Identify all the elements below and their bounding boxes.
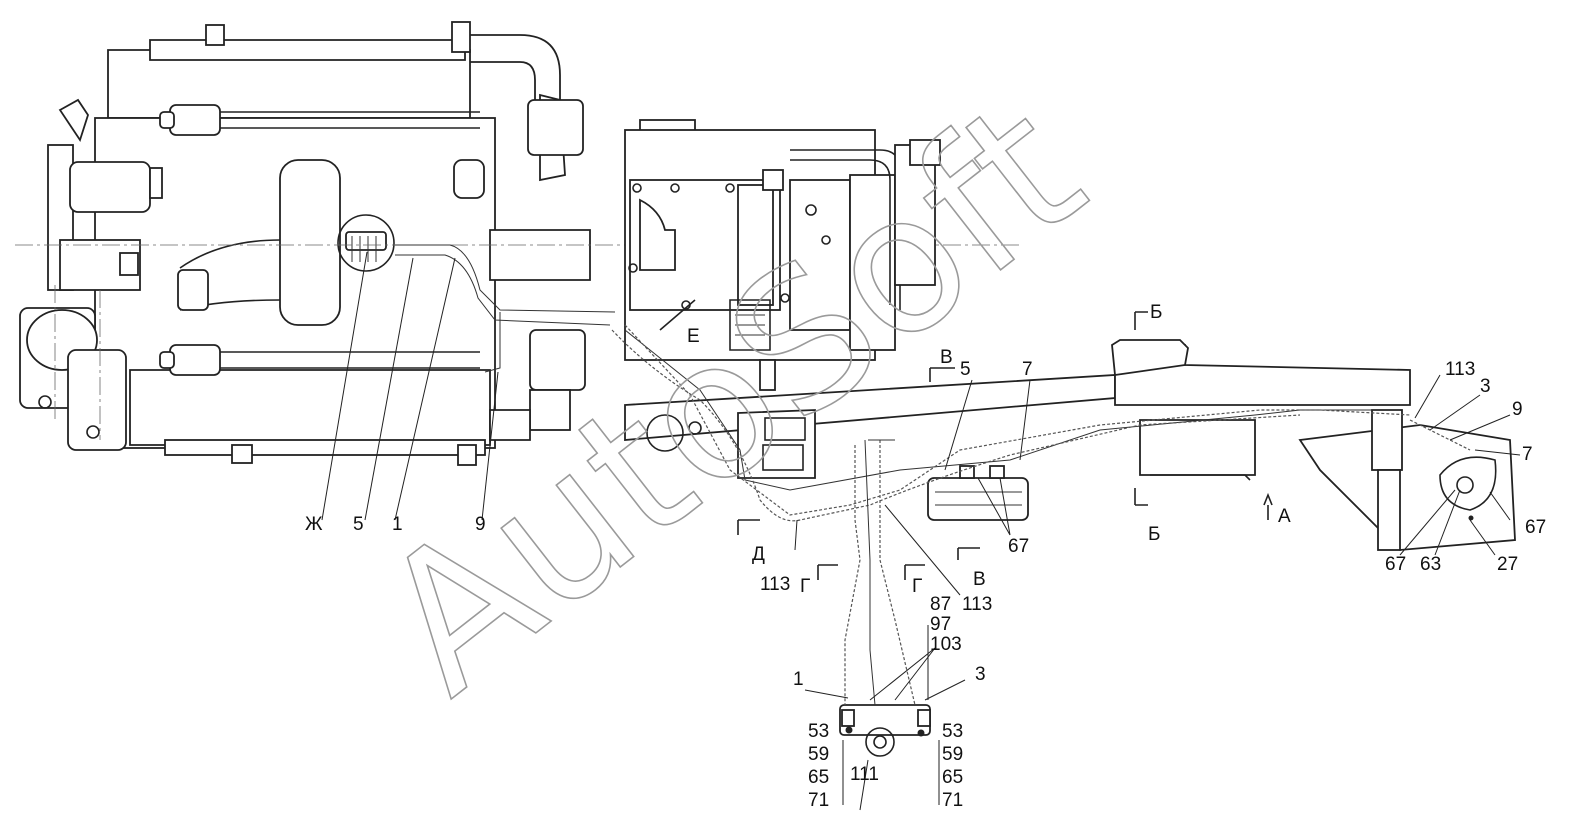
label-53-right: 53 [942,721,963,742]
label-7-cooler: 7 [1022,359,1033,380]
label-103: 103 [930,634,962,655]
label-a: А [1278,506,1291,527]
label-5-left: 5 [353,514,364,535]
label-1-bottom: 1 [793,669,804,690]
label-v-bottom: В [973,569,986,590]
label-9-left: 9 [475,514,486,535]
label-7-hub: 7 [1522,444,1533,465]
label-e: Е [687,326,700,347]
label-3-hub: 3 [1480,376,1491,397]
label-87: 87 [930,594,951,615]
oil-cooler [927,465,1029,521]
label-zh: Ж [305,514,323,535]
section-marks [659,299,1273,580]
label-67-cooler: 67 [1008,536,1029,557]
label-27: 27 [1497,554,1518,575]
label-71-left: 71 [808,790,829,811]
callout-labels: Ж 5 1 9 Е В Д 113 Г Г В 113 5 7 67 Б Б А… [305,302,1546,811]
label-111: 111 [850,764,879,785]
label-113-mid: 113 [760,574,790,595]
label-1-left: 1 [392,514,403,535]
frame-rail [624,339,1516,551]
label-g-left: Г [800,576,810,597]
label-113-right: 113 [962,594,992,615]
engine-assembly [19,21,591,466]
label-59-left: 59 [808,744,829,765]
label-59-right: 59 [942,744,963,765]
label-63: 63 [1420,554,1441,575]
leader-lines [321,251,1521,811]
label-113-hub: 113 [1445,359,1475,380]
label-5-cooler: 5 [960,359,971,380]
label-65-right: 65 [942,767,963,788]
label-v-top: В [940,347,953,368]
distributor-valve [839,704,931,757]
label-g-right: Г [912,576,922,597]
label-67-hub-left: 67 [1385,554,1406,575]
hose-routing [395,244,1471,706]
label-9-hub: 9 [1512,399,1523,420]
label-65-left: 65 [808,767,829,788]
label-71-right: 71 [942,790,963,811]
label-d: Д [752,544,765,565]
transmission-assembly [624,119,941,391]
label-97: 97 [930,614,951,635]
label-3-bottom: 3 [975,664,986,685]
label-b-top: Б [1150,302,1162,323]
filter-centerline [54,285,101,440]
label-67-hub-right: 67 [1525,517,1546,538]
label-b-bottom: Б [1148,524,1160,545]
label-53-left: 53 [808,721,829,742]
